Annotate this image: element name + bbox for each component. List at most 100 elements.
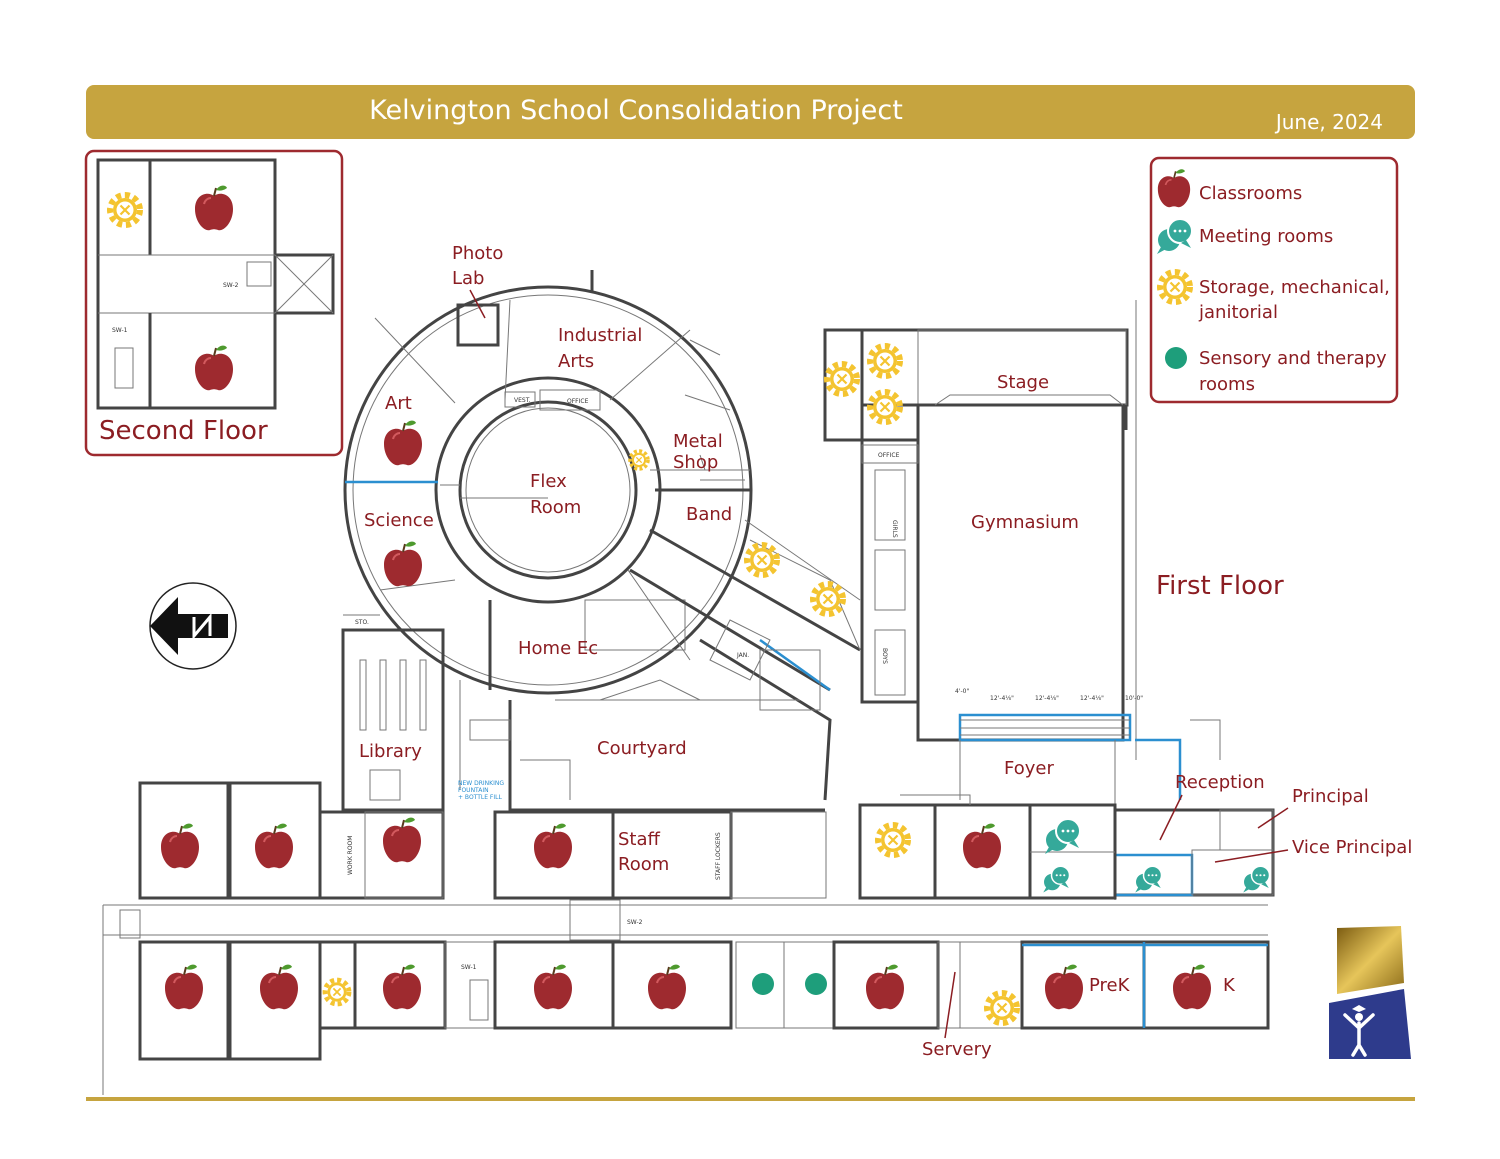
gear-icon [325, 980, 349, 1004]
speech-bubbles-icon [1242, 865, 1271, 894]
gear-icon [878, 825, 908, 855]
flex-room-label-1: Flex [530, 471, 567, 492]
metal-shop-label-2: Shop [673, 452, 718, 473]
flex-room-label-2: Room [530, 497, 581, 518]
library-area [341, 614, 461, 812]
gear-icon [1160, 272, 1190, 302]
jan-label: JAN. [736, 652, 749, 659]
legend-frame [1149, 156, 1399, 404]
page-date: June, 2024 [1275, 110, 1383, 134]
apple-icon [865, 963, 905, 1011]
staff-lockers-label: STAFF LOCKERS [715, 832, 722, 880]
apple-icon [647, 963, 687, 1011]
library-label: Library [359, 741, 422, 762]
apple-icon [962, 822, 1002, 870]
sw1-label: SW-1 [112, 327, 128, 334]
second-floor-inset: SW-2 SW-1 Second Floor [84, 149, 344, 457]
apple-icon [533, 963, 573, 1011]
gear-icon [870, 392, 900, 422]
apple-icon [194, 184, 234, 232]
sw2-label: SW-2 [223, 282, 239, 289]
gear-icon [813, 584, 843, 614]
apple-icon [164, 963, 204, 1011]
foyer-label: Foyer [1004, 758, 1054, 779]
photo-lab-label-2: Lab [452, 268, 484, 289]
stage-label: Stage [997, 372, 1049, 393]
legend-sensory-line2: rooms [1199, 374, 1255, 395]
girls-label: GIRLS [891, 520, 898, 538]
dim-5: 10'-0" [1125, 695, 1143, 702]
legend-meeting: Meeting rooms [1199, 226, 1333, 247]
apple-icon [194, 344, 234, 392]
fountain-label-3: + BOTTLE FILL [458, 794, 502, 801]
principal-label: Principal [1292, 786, 1369, 807]
main-corridor [102, 899, 1268, 1095]
science-label: Science [364, 510, 434, 531]
top-row-rooms [138, 781, 1117, 900]
ministry-logo [1329, 926, 1411, 1059]
second-floor-title: Second Floor [99, 416, 268, 446]
fountain-label-1: NEW DRINKING [458, 780, 504, 787]
prek-label: PreK [1089, 975, 1131, 996]
office-label: OFFICE [567, 398, 589, 405]
apple-icon [1044, 963, 1084, 1011]
legend: Classrooms Meeting rooms Storage, mechan… [1149, 156, 1399, 404]
sw2-corridor-label: SW-2 [627, 919, 643, 926]
second-floor-frame [84, 149, 344, 457]
sto-label: STO. [355, 619, 369, 626]
speech-bubbles-icon [1134, 865, 1163, 894]
servery-label: Servery [922, 1039, 992, 1060]
boys-label: BOYS [881, 648, 888, 664]
second-floor-outline [96, 158, 277, 410]
industrial-arts-label-2: Arts [558, 351, 594, 372]
apple-icon [1156, 168, 1192, 209]
apple-icon [382, 963, 422, 1011]
gym-wing: 4'-0" 12'-4⅛" 12'-4⅛" 12'-4⅛" 10'-0" [823, 300, 1143, 760]
title-banner: Kelvington School Consolidation Project … [86, 85, 1415, 139]
apple-icon [1172, 963, 1212, 1011]
dim-2: 12'-4⅛" [990, 695, 1014, 702]
speech-bubbles-icon [1042, 865, 1071, 894]
gear-icon [987, 993, 1017, 1023]
band-label: Band [686, 504, 732, 525]
dim-4: 12'-4⅛" [1080, 695, 1104, 702]
bottom-row-rooms [138, 940, 1270, 1061]
home-ec-label: Home Ec [518, 638, 598, 659]
k-label: K [1223, 975, 1236, 996]
work-room-label: WORK ROOM [347, 836, 354, 875]
sw1-corridor-label: SW-1 [461, 964, 477, 971]
photo-lab-label-1: Photo [452, 243, 503, 264]
legend-classrooms: Classrooms [1199, 183, 1302, 204]
industrial-arts-label-1: Industrial [558, 325, 642, 346]
dim-1: 4'-0" [955, 688, 969, 695]
speech-bubbles-icon [1156, 218, 1193, 255]
page-title: Kelvington School Consolidation Project [369, 95, 903, 126]
north-arrow-icon [149, 582, 237, 670]
dim-3: 12'-4⅛" [1035, 695, 1059, 702]
staff-room-label-2: Room [618, 854, 669, 875]
art-label: Art [385, 393, 412, 414]
gear-icon [827, 364, 857, 394]
apple-icon [533, 822, 573, 870]
staff-room-label-1: Staff [618, 829, 661, 850]
apple-icon [259, 963, 299, 1011]
bottom-rule [86, 1097, 1415, 1101]
gear-icon [747, 545, 777, 575]
green-dot-icon [752, 973, 774, 995]
circular-wing [343, 270, 753, 695]
apple-icon [254, 822, 294, 870]
apple-icon [382, 816, 422, 864]
apple-icon [383, 540, 423, 588]
courtyard-label: Courtyard [597, 738, 687, 759]
green-dot-icon [805, 973, 827, 995]
speech-bubbles-icon [1044, 818, 1081, 855]
apple-icon [160, 822, 200, 870]
vice-principal-label: Vice Principal [1292, 837, 1412, 858]
gymnasium-label: Gymnasium [971, 512, 1079, 533]
metal-shop-label-1: Metal [673, 431, 723, 452]
room-labels: Photo Lab Industrial Arts VEST. OFFICE A… [347, 243, 1412, 1060]
gear-icon [110, 195, 140, 225]
first-floor-title: First Floor [1156, 571, 1284, 601]
legend-storage-line1: Storage, mechanical, [1199, 277, 1390, 298]
